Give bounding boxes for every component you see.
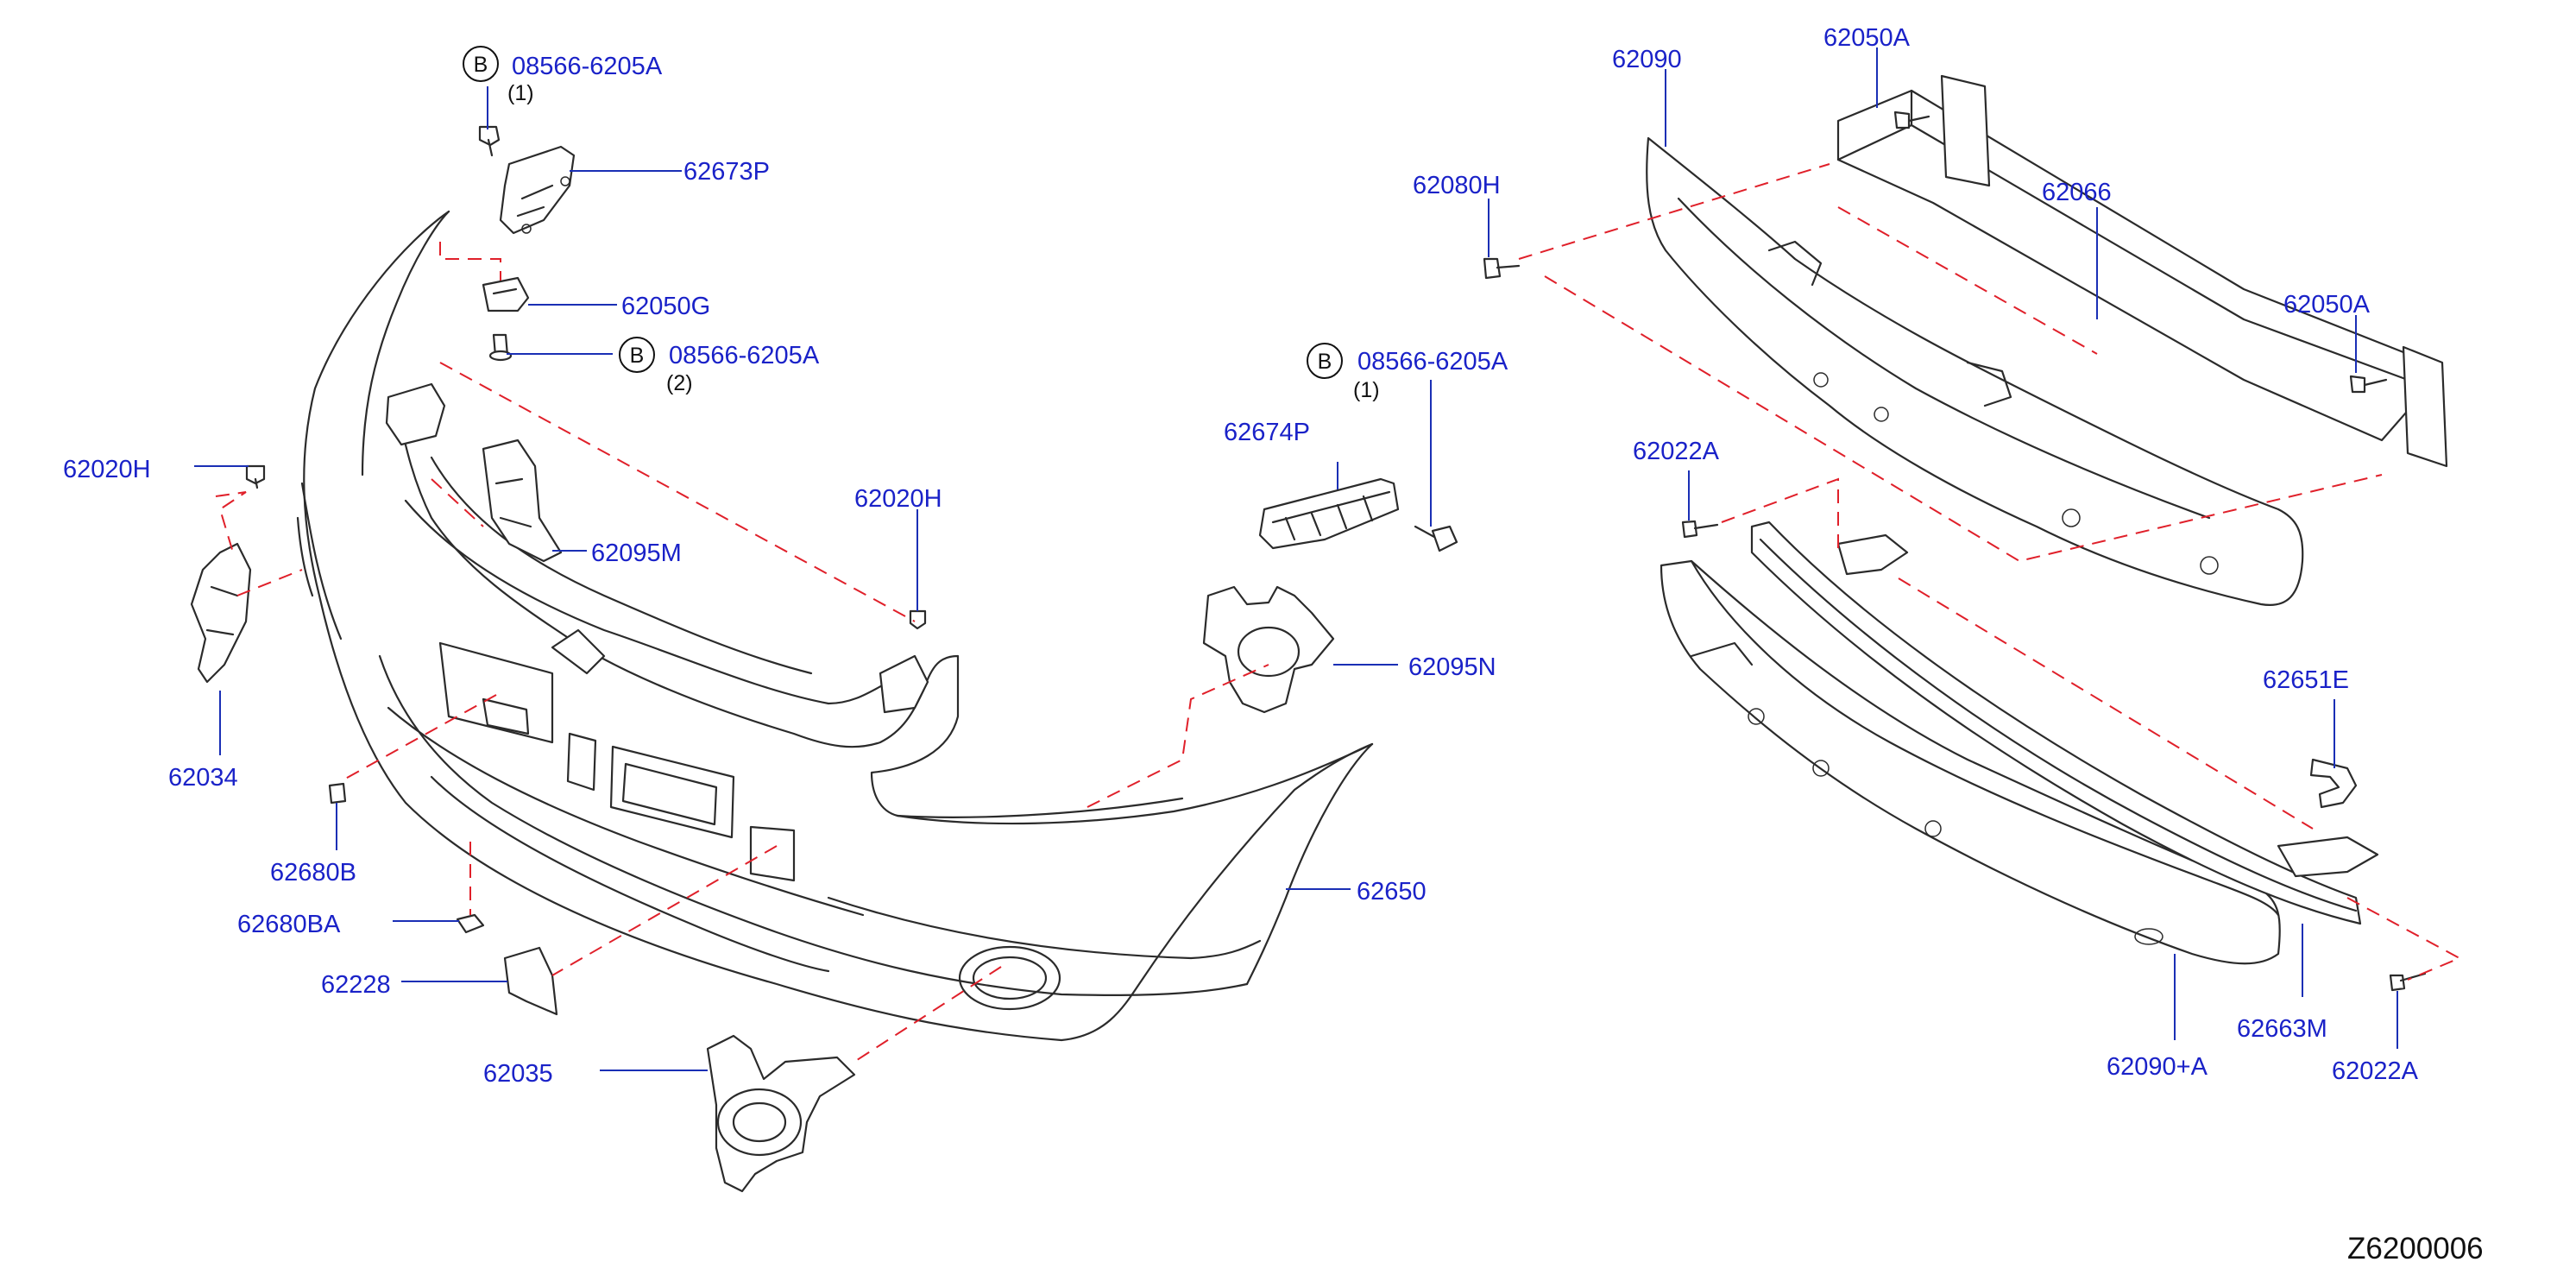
label-62034: 62034 (168, 764, 238, 792)
label-62680BA: 62680BA (237, 911, 341, 938)
label-62095N: 62095N (1408, 653, 1496, 681)
clip-62651E-drawing (2309, 758, 2358, 809)
bracket-62095N-drawing (1202, 585, 1335, 714)
clip-62020H-left-drawing (245, 464, 266, 489)
bumper-fascia-drawing (296, 210, 1374, 1042)
bolt-right-drawing (1414, 525, 1458, 552)
bracket-62034-drawing (190, 542, 252, 684)
clip-62050G-drawing (482, 276, 530, 312)
label-62080H: 62080H (1413, 172, 1501, 199)
label-08566-6205A-mid: 08566-6205A (669, 342, 820, 369)
diagram-reference-id: Z6200006 (2347, 1232, 2484, 1265)
qty-bolt-top: (1) (507, 81, 534, 105)
bracket-62095M-drawing (482, 439, 563, 563)
circled-b-right: B (1307, 343, 1343, 379)
qty-bolt-right: (1) (1353, 378, 1380, 402)
circled-b-mid: B (619, 337, 655, 373)
bolt-mid-drawing (488, 333, 513, 362)
label-08566-6205A-right: 08566-6205A (1357, 348, 1508, 375)
nut-62680BA-drawing (456, 913, 485, 934)
qty-bolt-mid: (2) (666, 371, 693, 395)
reinforcement-62090-drawing (1646, 136, 2304, 606)
label-62673P: 62673P (683, 158, 770, 186)
cover-62228-drawing (503, 946, 558, 1016)
clip-62020H-mid-drawing (909, 609, 927, 630)
nut-62680B-drawing (328, 782, 347, 805)
bolt-62080H-drawing (1483, 257, 1521, 280)
bolt-62022A-bottom-drawing (2389, 972, 2427, 992)
bolt-top-drawing (478, 125, 501, 157)
leader-lines (194, 47, 2398, 1071)
label-62663M: 62663M (2237, 1015, 2327, 1043)
circled-b-top: B (463, 46, 499, 82)
circle-b-right-letter: B (1318, 350, 1332, 374)
label-62651E: 62651E (2263, 666, 2349, 694)
label-62090A: 62090+A (2107, 1053, 2208, 1081)
label-62066: 62066 (2042, 179, 2112, 206)
bracket-62673P-drawing (499, 145, 576, 235)
fog-lamp-bracket-62035-drawing (706, 1034, 856, 1193)
label-62022A-top: 62022A (1633, 438, 1720, 465)
circle-b-mid-letter: B (630, 344, 645, 368)
bolt-62022A-top-drawing (1681, 520, 1719, 539)
assembly-dashed-lines (215, 163, 2462, 1063)
reinforcement-62066-drawing (1836, 74, 2448, 468)
label-62228: 62228 (321, 971, 391, 999)
absorber-62663M-drawing (1750, 521, 2379, 925)
label-62050A-right: 62050A (2283, 291, 2371, 319)
label-62095M: 62095M (591, 540, 682, 567)
label-62022A-bottom: 62022A (2332, 1057, 2419, 1085)
bracket-62674P-drawing (1258, 477, 1400, 550)
absorber-62090A-drawing (1660, 559, 2281, 965)
circle-b-top-letter: B (474, 53, 488, 77)
label-08566-6205A-top: 08566-6205A (512, 53, 663, 80)
label-62090: 62090 (1612, 46, 1682, 73)
label-62035: 62035 (483, 1060, 553, 1088)
label-62680B: 62680B (270, 859, 356, 887)
label-62050G: 62050G (621, 293, 710, 320)
label-62050A-top: 62050A (1823, 24, 1911, 52)
label-62650: 62650 (1357, 878, 1427, 906)
bolt-62050A-right-drawing (2349, 375, 2388, 394)
bolt-62050A-top-drawing (1893, 110, 1930, 129)
label-62674P: 62674P (1224, 419, 1310, 446)
label-62020H-left: 62020H (63, 456, 151, 483)
label-62020H-mid: 62020H (854, 485, 942, 513)
